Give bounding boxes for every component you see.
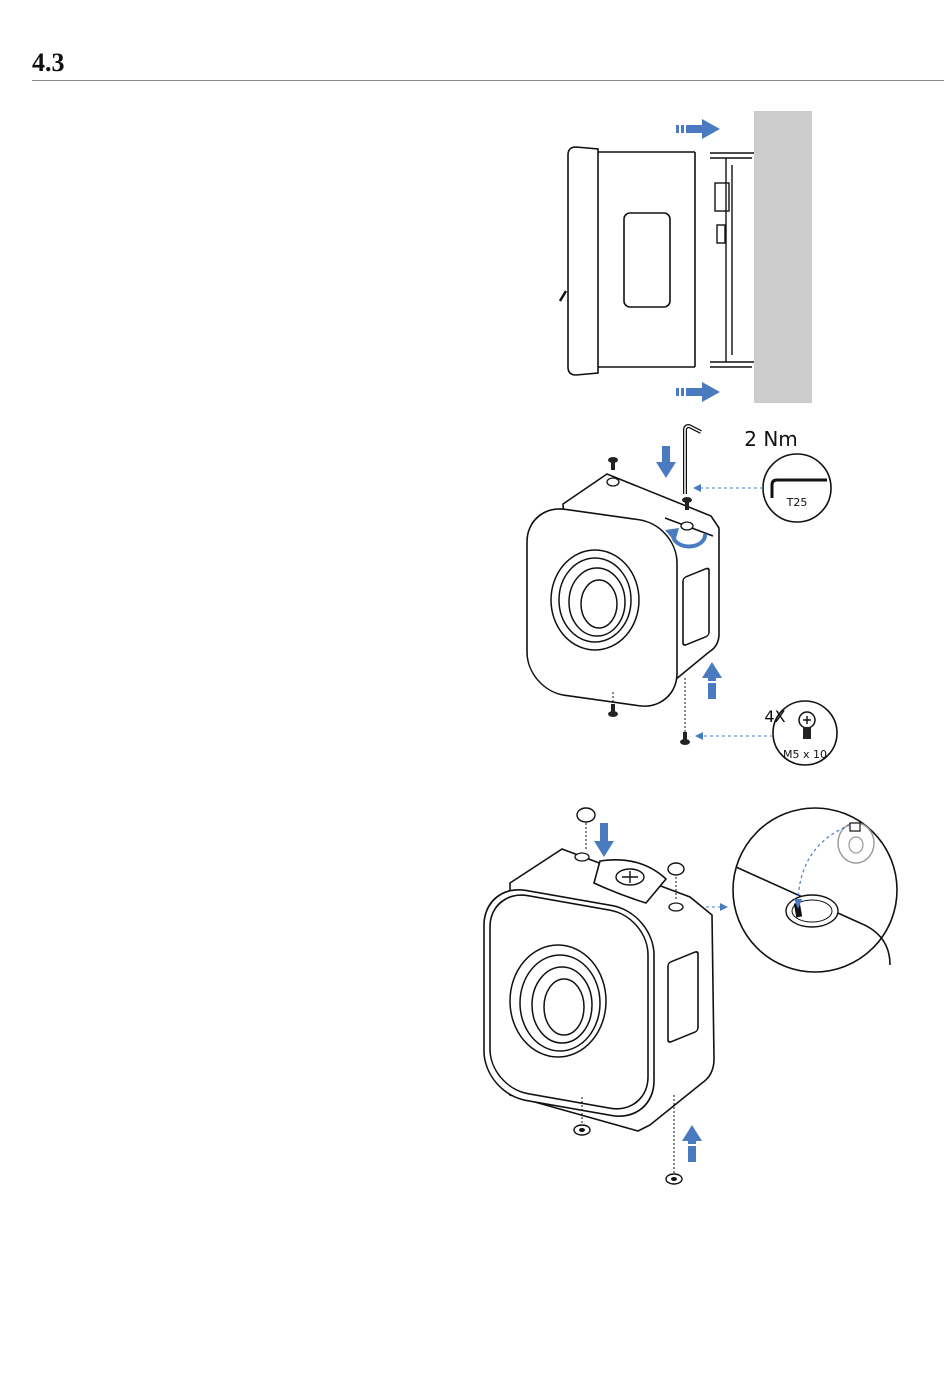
screw-hole [575,853,589,861]
hex-key-icon [685,426,701,494]
arrow-up-icon [682,1125,702,1162]
arrow-down-icon [594,823,614,857]
leader-arrowhead [720,903,728,911]
step-3-illustration [470,795,930,1195]
arrow-right-icon [676,119,720,139]
heading-divider [32,80,944,81]
wall-bracket [710,153,754,367]
arrow-right-icon [676,382,720,402]
screw-size-label: M5 x 10 [783,748,827,761]
arrow-up-icon [702,662,722,699]
screw-hole [669,903,683,911]
hex-key-highlight [685,426,701,494]
torque-label: 2 Nm [744,427,798,451]
tool-label: T25 [786,496,808,509]
step-2-illustration: 2 Nm T25 4X M5 x 10 [515,418,845,776]
screw-hole [681,522,693,530]
cap-detail-callout [733,808,897,972]
section-number: 4.3 [32,48,65,78]
charger-unit-side [560,147,695,375]
leader-arrowhead [693,484,701,492]
step-1-illustration [540,105,830,410]
charger-unit [527,474,719,711]
screw-count-label: 4X [764,707,785,726]
cap-icon [579,1128,677,1181]
wall [754,111,812,403]
leader-arrowhead [695,732,703,740]
screw-hole [607,478,619,486]
arrow-down-icon [656,446,676,478]
